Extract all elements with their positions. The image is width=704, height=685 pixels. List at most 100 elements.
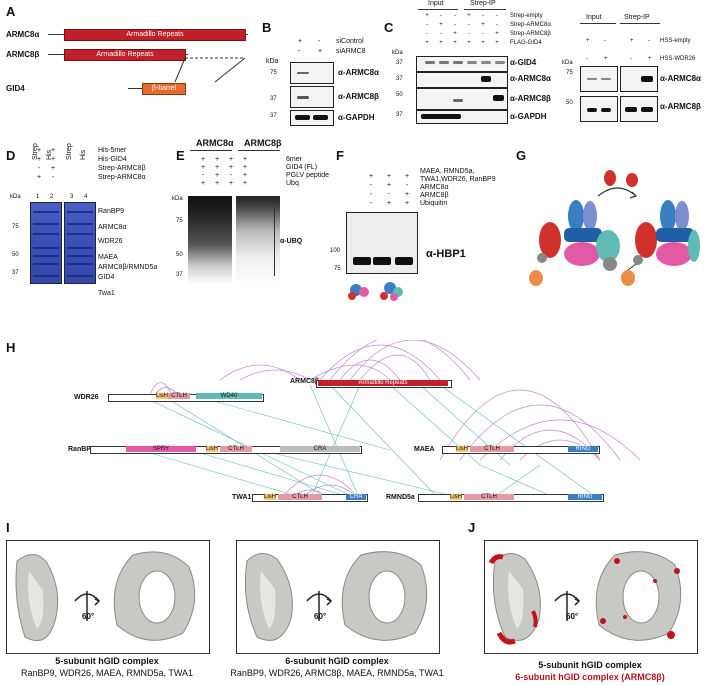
c-right-sign: - [586,56,588,62]
sign-cell: + [404,200,410,207]
d-marker: 37 [12,270,19,276]
c-right-sign: + [604,56,608,62]
sign-row: ++++ [196,164,282,172]
d-lane: 1 [36,194,40,200]
sign-cell: - [37,165,41,172]
d-lane: 3 [70,194,74,200]
i-title-5: 5-subunit hGID complex [55,656,159,666]
h-armc8b-name: ARMC8β [290,378,320,385]
sign-row: --+--+ [420,30,508,39]
h-domain-cra: CRA [346,494,366,500]
sign-cell: - [454,13,456,19]
i-rotation-5: 60° [82,612,95,621]
c-input-label: Input [428,0,444,7]
d-marker: 75 [12,224,19,230]
i-rotation-6: 60° [314,612,327,621]
gid4-domain: β-barrel [142,83,186,95]
sign-row: ++++ [196,180,282,188]
c-right-sign: - [630,56,632,62]
c-right-sign: - [648,38,650,44]
panel-e-label: E [176,148,185,163]
e-title-line [190,150,232,151]
sign-cell: - [201,172,205,179]
c-right-strep: Strep-IP [624,14,650,21]
f-marker: 75 [334,266,341,272]
c-right-sign: + [630,38,634,44]
armc8b-domain: Armadillo Repeats [64,49,186,61]
h-domain-lish: LisH [156,393,169,399]
armc8a-domain: Armadillo Repeats [64,29,246,41]
sign-cell: + [228,156,234,163]
b-blot-gapdh [290,110,334,126]
sign-cell: + [439,22,443,28]
panel-j-label: J [468,520,476,535]
c-sign-grid: +--+---+--+---+--+++++++ [420,12,508,48]
sign-cell: + [425,40,429,46]
c-input-line [418,9,458,10]
c-right-sign: - [604,38,606,44]
c-blot-gid4 [416,56,508,72]
b-sign: + [318,48,323,55]
f-sign-grid: +++-+---+-++ [362,172,416,208]
sign-cell: + [242,172,248,179]
c-right-sign: + [648,56,652,62]
e-marker: 75 [176,218,183,224]
h-domain-lish: LisH [456,446,469,452]
f-marker: 100 [330,248,341,254]
sign-cell: - [482,13,484,19]
j-em-map [488,551,682,645]
h-twa1-name: TWA1 [232,494,252,501]
e-sign-grid: ++++++++-+-+++++ [196,156,282,188]
sign-cell: + [242,164,248,171]
i-title-6: 6-subunit hGID complex [285,656,389,666]
sign-row: +--+-- [420,12,508,21]
g-schematic [529,170,700,286]
d-lane: 4 [84,194,88,200]
sign-cell: - [468,31,470,37]
c-hss-wdr26: HSS-WDR26 [660,56,696,62]
h-domain-wd40: WD40 [196,393,262,399]
d-lane: 2 [50,194,54,200]
h-domain-ctlh: CTLH [168,393,190,399]
sign-cell: - [51,174,55,181]
d-protein: RanBP9 [98,208,125,215]
d-protein: GID4 [98,274,115,281]
f-blot [346,212,418,274]
gid4-label: GID4 [6,84,25,93]
h-domain-ring: RING [568,446,598,452]
sign-cell: + [368,173,374,180]
h-domain-ctlh: CTLH [278,494,322,500]
sign-row: -+- [362,181,416,190]
b-marker: 37 [270,96,277,102]
c-blot-gapdh [416,110,508,124]
b-blot-armc8b [290,86,334,108]
d-gel-left [30,202,62,284]
sign-cell: + [36,156,42,163]
e-blot-a [188,196,232,284]
panel-a-dashes [174,57,246,83]
sign-cell: + [425,13,429,19]
e-kda: kDa [172,196,183,202]
sign-row: ++ [32,146,94,155]
h-domain-cra: CRA [280,446,360,452]
panel-c-label: C [384,20,394,35]
c-ab-gid4: α-GID4 [510,58,537,67]
panel-d-label: D [6,148,16,163]
h-domain-ctlh: CTLH [220,446,252,452]
e-marker: 50 [176,252,183,258]
e-blot-b [236,196,280,284]
sign-cell: + [50,165,56,172]
c-ab-armc8b: α-ARMC8β [510,94,551,103]
panel-f-label: F [336,148,344,163]
f-complex-icons [348,282,403,301]
sign-cell: - [496,13,498,19]
sign-cell: + [386,173,392,180]
sign-cell: - [482,31,484,37]
h-domain-ring: RING [568,494,602,500]
b-kda: kDa [266,58,279,65]
h-ranbp9-name: RanBP9 [68,446,95,453]
d-protein: Twa1 [98,290,115,297]
f-antibody: α-HBP1 [426,248,466,260]
sign-cell: + [481,22,485,28]
sign-cell: - [496,22,498,28]
